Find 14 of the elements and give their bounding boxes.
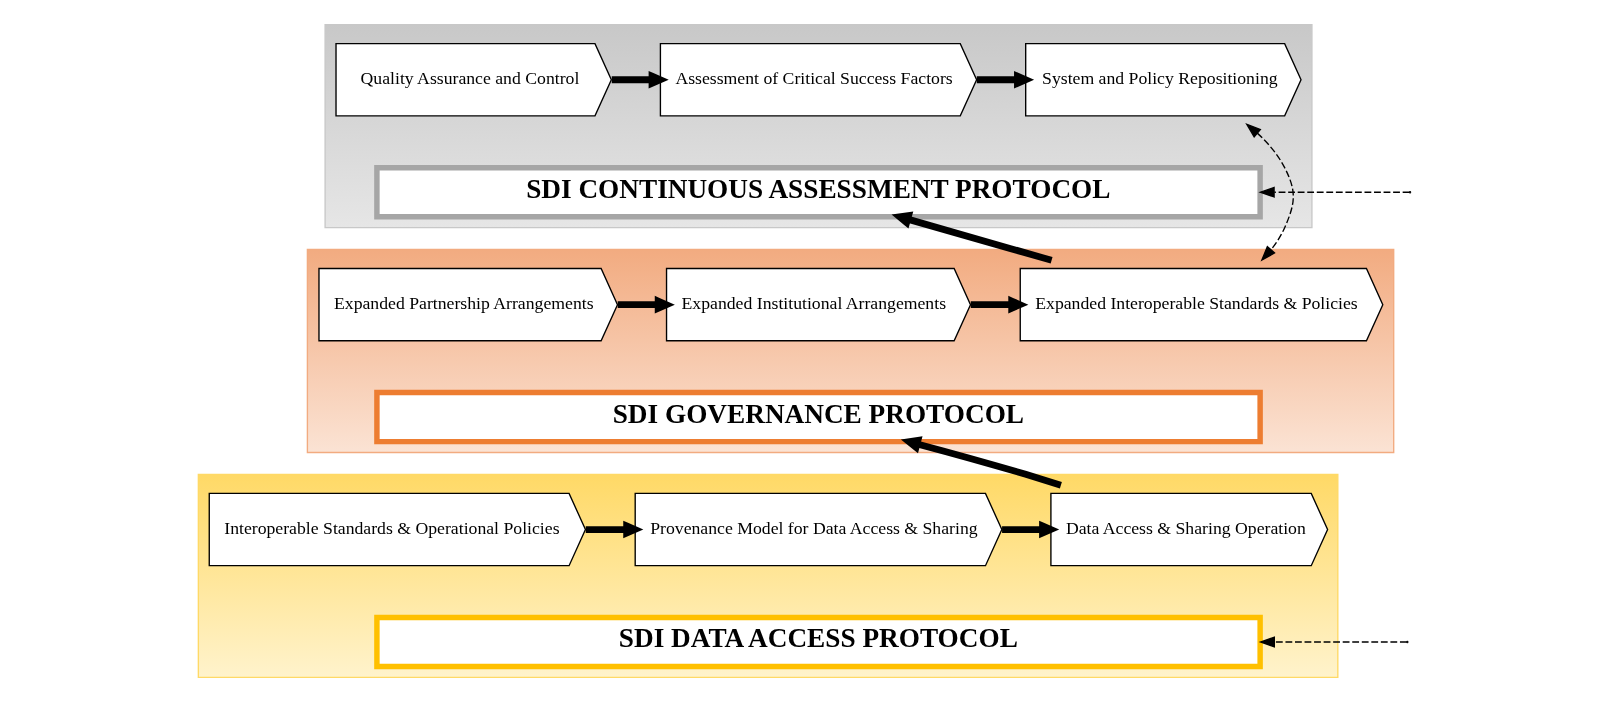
cluster [197,473,1339,679]
node-box: SDI CONTINUOUS ASSESSMENT PROTOCOL [374,164,1263,220]
node-box: SDI GOVERNANCE PROTOCOL [374,389,1263,445]
arrow [970,295,1029,314]
arrow [976,70,1035,89]
arrow [1002,520,1060,539]
arrow [891,211,1053,264]
arrow [1245,123,1294,262]
arrow [1258,186,1411,198]
node-box: SDI DATA ACCESS PROTOCOL [374,614,1263,670]
arrow [585,520,644,539]
arrow [611,70,669,89]
arrow [617,295,675,314]
arrow [900,436,1062,489]
